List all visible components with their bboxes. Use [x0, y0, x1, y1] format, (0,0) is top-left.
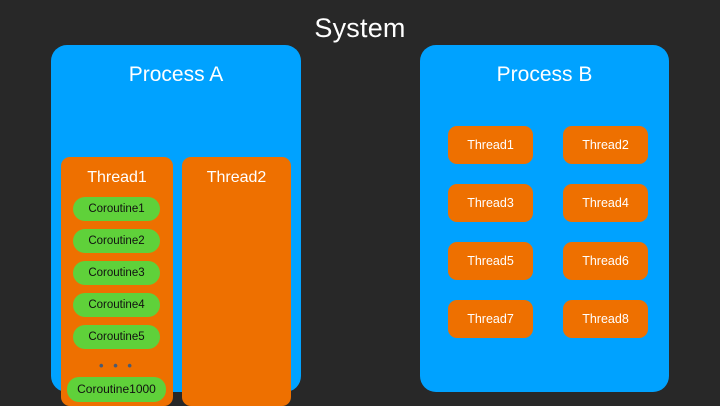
process-a-title: Process A — [128, 63, 224, 86]
process-a-thread-2-label: Thread2 — [206, 169, 267, 186]
process-b-title: Process B — [496, 63, 593, 86]
diagram-title: System — [314, 13, 406, 43]
process-b-thread-4[interactable]: Thread4 — [563, 184, 648, 222]
coroutine-item[interactable]: Coroutine5 — [73, 325, 160, 349]
coroutine-item-last[interactable]: Coroutine1000 — [67, 377, 166, 402]
coroutine-ellipsis: • • • — [99, 358, 135, 373]
coroutine-item[interactable]: Coroutine2 — [73, 229, 160, 253]
process-b-container[interactable]: Process B Thread1 Thread2 Thread3 Thread… — [420, 45, 669, 392]
coroutine-item[interactable]: Coroutine1 — [73, 197, 160, 221]
coroutine-item[interactable]: Coroutine3 — [73, 261, 160, 285]
process-b-thread-6[interactable]: Thread6 — [563, 242, 648, 280]
process-a-thread-1[interactable]: Thread1 Coroutine1 Coroutine2 Coroutine3… — [61, 157, 173, 406]
process-a-thread-1-label: Thread1 — [87, 169, 147, 186]
process-a-thread-2[interactable]: Thread2 — [182, 157, 291, 406]
coroutine-item[interactable]: Coroutine4 — [73, 293, 160, 317]
process-b-thread-1[interactable]: Thread1 — [448, 126, 533, 164]
process-a-container[interactable]: Process A Thread1 Coroutine1 Coroutine2 … — [51, 45, 301, 406]
process-b-thread-5[interactable]: Thread5 — [448, 242, 533, 280]
process-b-thread-7[interactable]: Thread7 — [448, 300, 533, 338]
process-b-thread-3[interactable]: Thread3 — [448, 184, 533, 222]
process-b-thread-2[interactable]: Thread2 — [563, 126, 648, 164]
process-b-thread-8[interactable]: Thread8 — [563, 300, 648, 338]
